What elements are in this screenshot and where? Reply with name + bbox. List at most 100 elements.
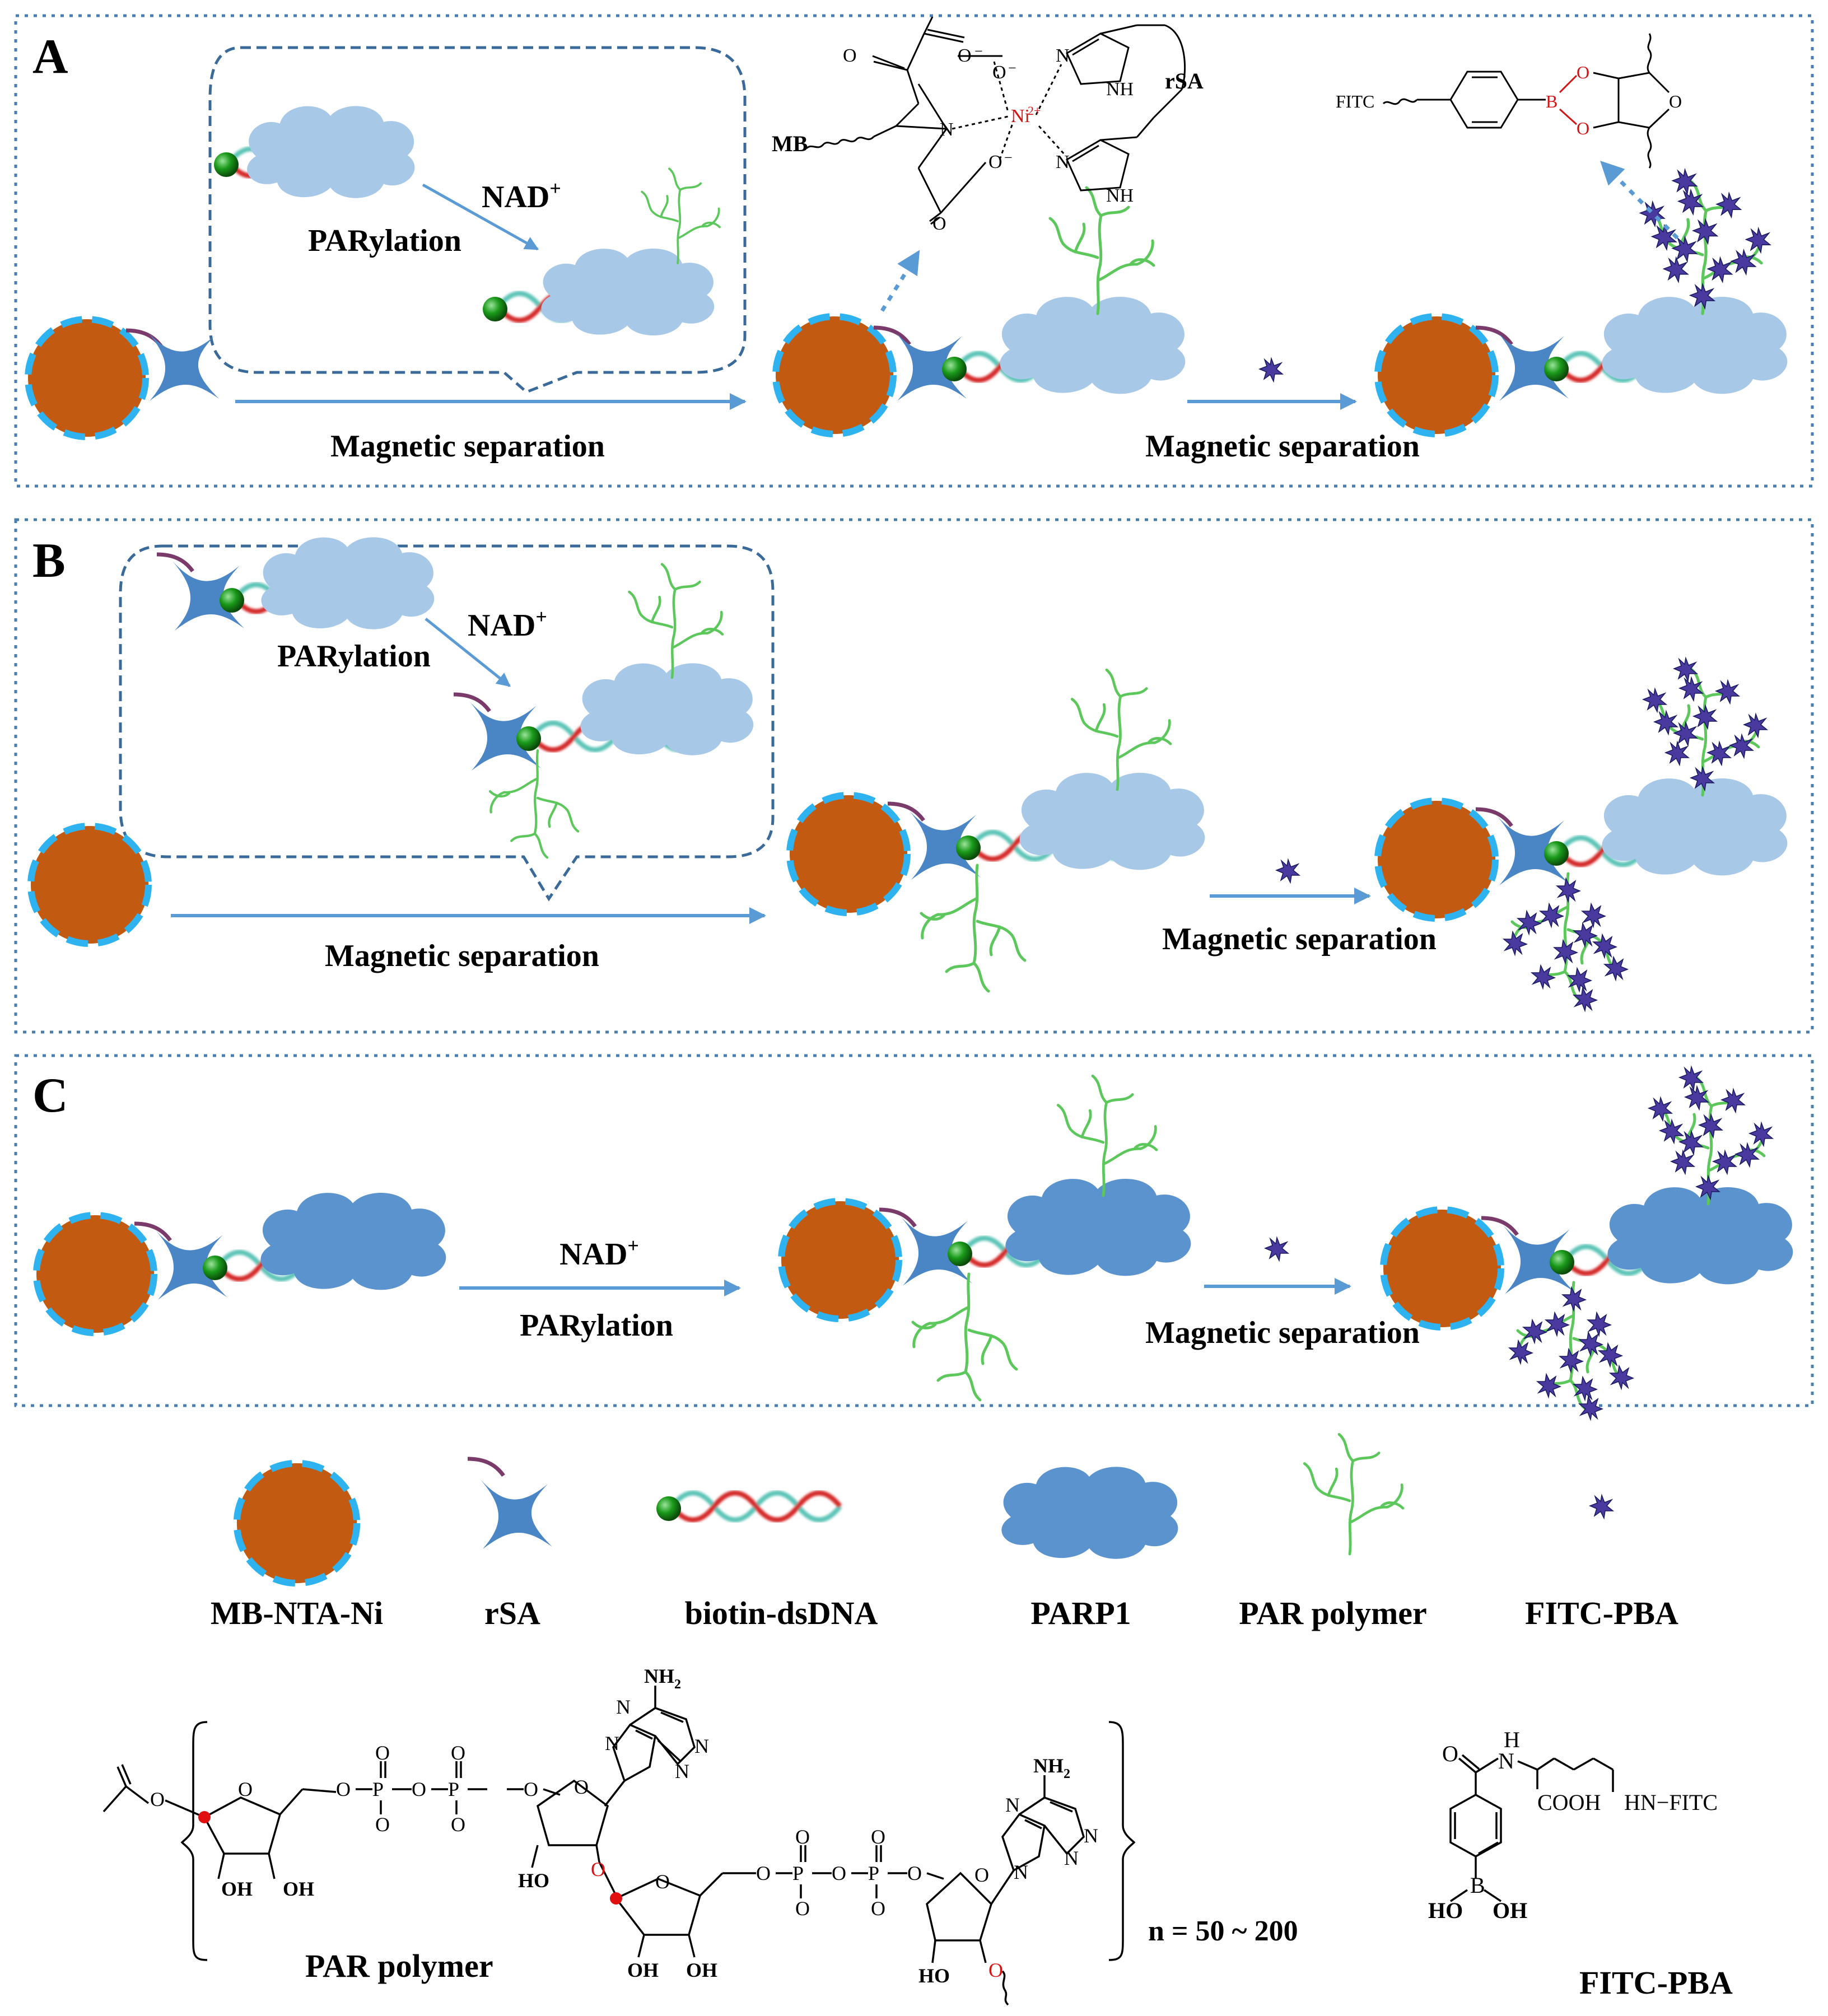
svg-text:N: N — [1005, 1794, 1020, 1816]
svg-text:O: O — [574, 1776, 589, 1798]
svg-text:O: O — [1577, 62, 1589, 82]
bead-a3 — [1378, 316, 1495, 434]
boronate-ester-structure — [1382, 33, 1670, 169]
svg-text:O: O — [988, 152, 1002, 172]
svg-text:NH2: NH2 — [1033, 1754, 1070, 1781]
b-step1: Magnetic separation — [325, 939, 599, 973]
svg-text:O: O — [795, 1897, 810, 1920]
legend-label-4: PARP1 — [1030, 1595, 1131, 1631]
legend-label-3: biotin-dsDNA — [685, 1595, 878, 1631]
svg-text:N: N — [1014, 1861, 1028, 1883]
boronate-ester-labels: FITC B O O O — [1336, 62, 1682, 138]
bead-b2 — [790, 795, 907, 913]
legend: MB-NTA-Ni rSA biotin-dsDNA PARP1 PAR pol… — [211, 1434, 1678, 1631]
nta-ni-labels: MB N O O O − O − O − Ni 2+ N NH N NH rSA — [772, 43, 1204, 234]
svg-text:MB: MB — [772, 131, 808, 156]
svg-text:O: O — [988, 1959, 1003, 1981]
svg-text:N: N — [1056, 45, 1070, 66]
panel-b: B NAD+ PARylation Magnetic separation — [14, 518, 1814, 1034]
nta-ni-structure — [805, 16, 1186, 225]
fitc-pba-title: FITC-PBA — [1579, 1964, 1733, 2001]
svg-text:H: H — [1504, 1727, 1520, 1752]
legend-parp-icon — [1001, 1467, 1178, 1559]
par-repeat-label: n = 50 ~ 200 — [1148, 1915, 1298, 1947]
svg-text:B: B — [1546, 91, 1557, 111]
svg-text:P: P — [868, 1862, 879, 1884]
svg-text:N: N — [1084, 1824, 1098, 1847]
bead-c2 — [781, 1201, 899, 1319]
fitc-pba-structure — [1449, 1754, 1614, 1902]
legend-label-6: FITC-PBA — [1525, 1595, 1678, 1631]
a-step2: Magnetic separation — [1145, 429, 1420, 464]
svg-text:HO: HO — [1428, 1898, 1463, 1923]
svg-text:O: O — [451, 1813, 465, 1836]
svg-text:2+: 2+ — [1028, 104, 1041, 118]
svg-text:rSA: rSA — [1165, 68, 1204, 94]
legend-rsa-icon — [481, 1480, 552, 1549]
svg-text:P: P — [372, 1778, 384, 1800]
svg-text:−: − — [1004, 150, 1013, 166]
svg-text:O: O — [756, 1862, 771, 1884]
svg-text:O: O — [1577, 118, 1589, 138]
legend-label-2: rSA — [484, 1595, 540, 1631]
legend-fitc-icon — [1589, 1495, 1614, 1519]
svg-text:O: O — [871, 1897, 885, 1920]
panel-c-letter: C — [32, 1068, 68, 1123]
svg-text:O: O — [958, 45, 972, 66]
svg-text:O: O — [524, 1778, 538, 1800]
svg-text:N: N — [675, 1760, 689, 1782]
legend-par-icon — [1304, 1434, 1403, 1554]
bead-c1 — [36, 1215, 154, 1333]
bead-b3 — [1378, 801, 1495, 918]
c-step2: Magnetic separation — [1145, 1315, 1420, 1350]
panel-b-letter: B — [32, 534, 66, 588]
svg-text:O: O — [907, 1862, 922, 1884]
panel-a-letter: A — [32, 30, 68, 84]
c-nad: NAD+ — [559, 1234, 639, 1272]
svg-text:O: O — [591, 1858, 605, 1880]
svg-text:−: − — [1008, 60, 1016, 76]
svg-text:B: B — [1470, 1873, 1485, 1898]
par-polymer-structure — [102, 1686, 1136, 2006]
panel-a: A NAD+ PARylation Magnetic separation Ma… — [14, 14, 1814, 488]
svg-text:O: O — [974, 1864, 989, 1886]
parp-a1 — [247, 106, 415, 198]
b-parylation: PARylation — [277, 639, 431, 674]
panel-a-inset: NAD+ PARylation — [208, 46, 747, 394]
svg-text:O: O — [150, 1788, 165, 1810]
svg-text:O: O — [932, 213, 946, 234]
par-polymer-title: PAR polymer — [305, 1948, 493, 1984]
rsa-a1 — [147, 332, 219, 401]
legend-dna-icon — [656, 1493, 840, 1521]
svg-text:−: − — [974, 43, 983, 59]
svg-text:O: O — [1442, 1741, 1458, 1766]
b-nad: NAD+ — [468, 605, 547, 643]
svg-text:O: O — [832, 1862, 846, 1884]
svg-text:OH: OH — [1493, 1898, 1527, 1923]
parp-a2 — [541, 248, 715, 336]
a-nad: NAD+ — [482, 177, 561, 214]
svg-text:O: O — [795, 1826, 810, 1848]
svg-text:N: N — [940, 119, 954, 140]
svg-text:OH: OH — [686, 1959, 717, 1981]
svg-text:O: O — [1669, 91, 1682, 111]
svg-text:O: O — [655, 1870, 670, 1893]
svg-text:O: O — [992, 62, 1006, 83]
svg-text:O: O — [451, 1742, 465, 1764]
panel-b-inset: NAD+ PARylation — [119, 537, 775, 902]
svg-text:O: O — [412, 1778, 426, 1800]
svg-text:NH: NH — [1106, 79, 1134, 100]
svg-text:HO: HO — [918, 1964, 950, 1987]
svg-text:N: N — [1056, 152, 1070, 172]
par-fitc-a3 — [1640, 170, 1770, 314]
bead-a1 — [28, 319, 146, 437]
a-parylation: PARylation — [308, 223, 461, 258]
svg-text:OH: OH — [221, 1878, 253, 1900]
svg-text:OH: OH — [627, 1959, 659, 1981]
svg-text:N: N — [1498, 1748, 1514, 1774]
svg-text:HN−FITC: HN−FITC — [1624, 1790, 1718, 1815]
svg-text:FITC: FITC — [1336, 91, 1374, 111]
svg-text:O: O — [871, 1826, 885, 1848]
svg-text:Ni: Ni — [1011, 106, 1030, 127]
